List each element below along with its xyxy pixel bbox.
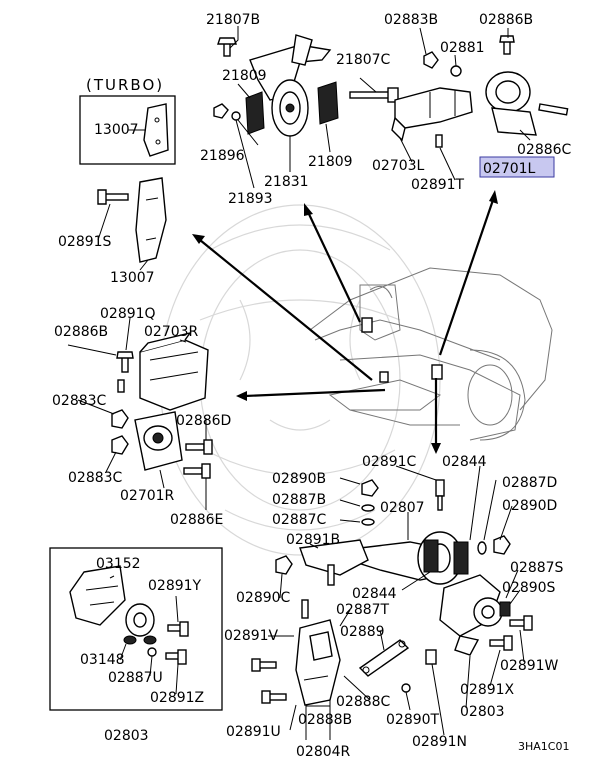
label-02883B: 02883B bbox=[384, 12, 438, 28]
vehicle-engine-bay-outline bbox=[309, 267, 553, 441]
label-02891V: 02891V bbox=[224, 628, 279, 644]
label-02886C: 02886C bbox=[517, 142, 572, 158]
label-02887S: 02887S bbox=[510, 560, 564, 576]
left-mount-assembly bbox=[391, 27, 569, 181]
label-02891S: 02891S bbox=[58, 234, 112, 250]
bracket-13007 bbox=[97, 177, 167, 271]
label-02883C-b: 02883C bbox=[68, 470, 123, 486]
label-02890D: 02890D bbox=[502, 498, 557, 514]
label-02887T: 02887T bbox=[336, 602, 390, 618]
label-02887D: 02887D bbox=[502, 475, 557, 491]
label-03148: 03148 bbox=[80, 652, 125, 668]
label-02891Z: 02891Z bbox=[150, 690, 204, 706]
label-02701R: 02701R bbox=[120, 488, 175, 504]
label-02891T-top: 02891T bbox=[411, 177, 465, 193]
label-02890S: 02890S bbox=[502, 580, 556, 596]
label-02887B: 02887B bbox=[272, 492, 326, 508]
label-02891X: 02891X bbox=[460, 682, 515, 698]
label-02890T: 02890T bbox=[386, 712, 440, 728]
label-02883C-a: 02883C bbox=[52, 393, 107, 409]
label-02703R: 02703R bbox=[144, 324, 199, 340]
label-02886B-left: 02886B bbox=[54, 324, 108, 340]
label-02891Q: 02891Q bbox=[100, 306, 156, 322]
right-mount-assembly bbox=[67, 317, 213, 510]
turbo-label: (TURBO) bbox=[86, 76, 164, 94]
label-21809-b: 21809 bbox=[308, 154, 353, 170]
bracket-02804R bbox=[251, 599, 445, 740]
label-02886D: 02886D bbox=[176, 413, 231, 429]
label-13007: 13007 bbox=[110, 270, 155, 286]
label-02887C: 02887C bbox=[272, 512, 327, 528]
drawing-code: 3HA1C01 bbox=[518, 740, 569, 753]
label-02890B: 02890B bbox=[272, 471, 326, 487]
label-02891Y: 02891Y bbox=[148, 578, 202, 594]
inset-02803 bbox=[49, 547, 223, 711]
label-03152: 03152 bbox=[96, 556, 141, 572]
label-02891U: 02891U bbox=[226, 724, 281, 740]
label-02803-box: 02803 bbox=[104, 728, 149, 744]
part-labels: 21807B 02883B 02886B 02881 21807C 21809 … bbox=[52, 12, 572, 760]
callout-arrows bbox=[192, 190, 498, 454]
label-02804R: 02804R bbox=[296, 744, 351, 760]
label-02888C: 02888C bbox=[336, 694, 391, 710]
label-21809-a: 21809 bbox=[222, 68, 267, 84]
label-21831: 21831 bbox=[264, 174, 309, 190]
top-mount-assembly bbox=[213, 26, 399, 189]
watermark-emblem bbox=[159, 204, 441, 556]
label-02891C: 02891C bbox=[362, 454, 417, 470]
label-02887U: 02887U bbox=[108, 670, 163, 686]
highlight-02701L bbox=[479, 156, 555, 178]
label-02891W: 02891W bbox=[500, 658, 559, 674]
label-02844-mid: 02844 bbox=[352, 586, 397, 602]
label-02881: 02881 bbox=[440, 40, 485, 56]
label-02701L: 02701L bbox=[483, 161, 536, 177]
label-02844-top: 02844 bbox=[442, 454, 487, 470]
label-02891B: 02891B bbox=[286, 532, 340, 548]
rear-mount-assembly bbox=[439, 569, 533, 709]
label-02886B-top: 02886B bbox=[479, 12, 533, 28]
label-02803-right: 02803 bbox=[460, 704, 505, 720]
label-21807B: 21807B bbox=[206, 12, 260, 28]
label-02703L: 02703L bbox=[372, 158, 425, 174]
label-02886E: 02886E bbox=[170, 512, 223, 528]
label-02889: 02889 bbox=[340, 624, 385, 640]
label-02807: 02807 bbox=[380, 500, 425, 516]
label-21807C: 21807C bbox=[336, 52, 391, 68]
label-21893: 21893 bbox=[228, 191, 273, 207]
label-02891N: 02891N bbox=[412, 734, 467, 750]
label-02890C: 02890C bbox=[236, 590, 291, 606]
label-02888B: 02888B bbox=[298, 712, 352, 728]
label-21896: 21896 bbox=[200, 148, 245, 164]
turbo-inset bbox=[79, 95, 176, 165]
transmission-mount-assembly bbox=[275, 465, 513, 599]
label-13007-turbo: 13007 bbox=[94, 122, 139, 138]
